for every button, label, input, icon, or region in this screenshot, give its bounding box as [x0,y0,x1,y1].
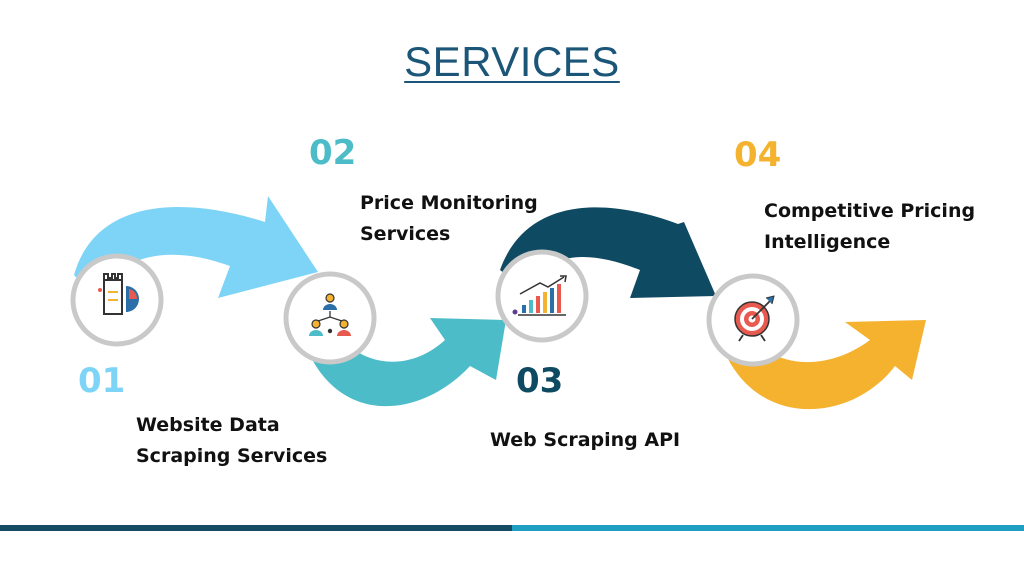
footer-bar-right [512,525,1024,531]
flow-arrow-4 [720,320,926,410]
page-title: SERVICES [404,38,620,85]
step-2-label: Price Monitoring Services [360,192,538,245]
flow-arrow-1 [74,196,318,300]
step-1-number: 01 [78,361,126,401]
target-arrow-icon [734,295,775,342]
step-2-number: 02 [309,133,357,173]
strategy-chess-rook-chart-icon [98,273,139,315]
bar-chart-growth-icon [512,275,567,316]
step-4-icon-circle [706,273,800,367]
team-network-people-icon [309,293,351,336]
step-1-icon-circle [70,253,164,347]
step-3-number: 03 [516,361,564,401]
step-1-label: Website Data Scraping Services [136,414,328,467]
footer-bar-left [0,525,512,531]
flow-arrow-2 [300,318,506,407]
step-3-icon-circle [495,249,589,343]
step-4-label: Competitive Pricing Intelligence [764,200,976,253]
step-2-icon-circle [283,271,377,365]
step-3-label: Web Scraping API [490,429,681,451]
step-4-number: 04 [734,135,782,175]
flow-arrow-3 [500,207,716,298]
